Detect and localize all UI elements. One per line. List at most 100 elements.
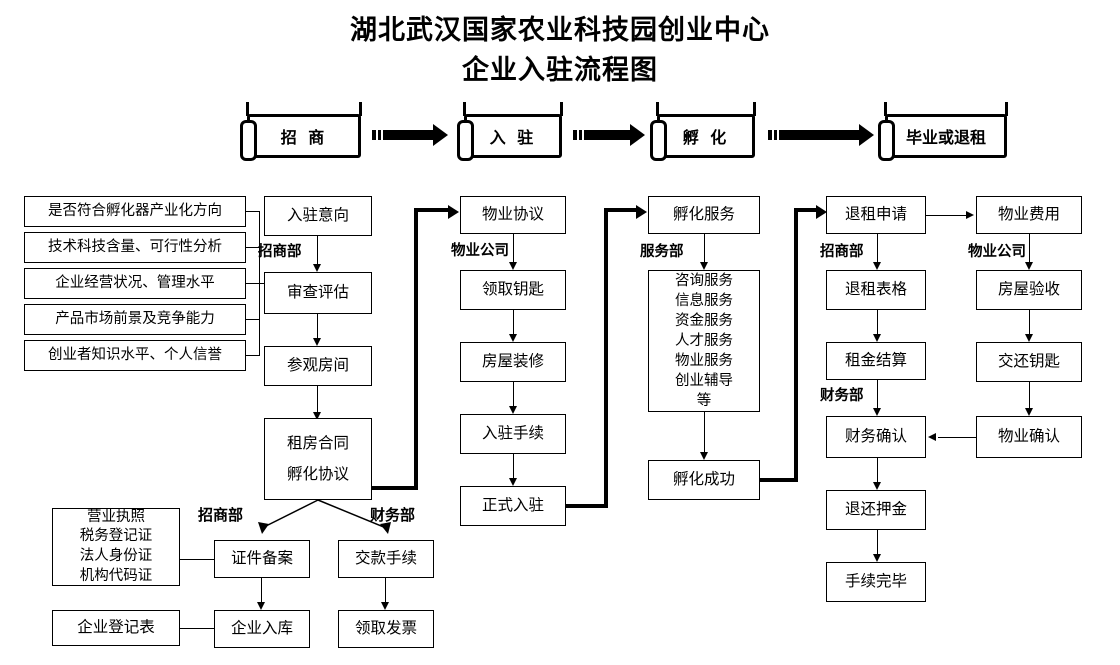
criteria-box-2[interactable]: 技术科技含量、可行性分析 [24, 232, 246, 263]
link-fee-inspection-arrowhead [1025, 262, 1033, 270]
box-renovation[interactable]: 房屋装修 [460, 342, 566, 382]
arrow-tail [768, 130, 772, 140]
service-item-2: 信息服务 [675, 293, 733, 309]
service-item-5: 物业服务 [675, 353, 733, 369]
box-deposit-refund[interactable]: 退还押金 [826, 490, 926, 530]
arrow-shaft [383, 130, 434, 140]
thick-link-lease-to-property-h2 [414, 208, 450, 212]
link-keys-property-confirm-arrowhead [1025, 408, 1033, 416]
scroll-roll-left [240, 120, 257, 161]
box-visit-room[interactable]: 参观房间 [264, 346, 372, 386]
box-property-confirm[interactable]: 物业确认 [976, 416, 1082, 458]
criteria-box-4[interactable]: 产品市场前景及竞争能力 [24, 304, 246, 335]
thick-link-incubate-to-exit-h2 [794, 208, 818, 212]
scroll-stick-right [753, 102, 756, 116]
stage-banner-incubate[interactable]: 孵 化 [648, 102, 764, 162]
box-incubation-success[interactable]: 孵化成功 [648, 460, 760, 500]
box-required-documents[interactable]: 营业执照 税务登记证 法人身份证 机构代码证 [52, 508, 180, 586]
arrow-head [433, 124, 448, 146]
page-title-line-2: 企业入驻流程图 [462, 55, 658, 86]
box-review-evaluate[interactable]: 审查评估 [264, 272, 372, 314]
box-property-fee[interactable]: 物业费用 [976, 196, 1082, 234]
stage-banner-recruit[interactable]: 招 商 [238, 102, 370, 162]
stage-banner-graduate[interactable]: 毕业或退租 [876, 102, 1016, 162]
stage-banner-settle[interactable]: 入 驻 [455, 102, 571, 162]
dept-label-bottom-finance: 财务部 [370, 506, 416, 524]
box-lease-contract[interactable]: 租房合同 孵化协议 [264, 418, 372, 500]
thick-link-lease-to-property-arrowhead [448, 205, 459, 219]
arrow-head [630, 124, 645, 146]
fork-arrows-group [258, 499, 391, 534]
link-review-visit-arrowhead [313, 338, 321, 346]
box-incubation-service[interactable]: 孵化服务 [648, 196, 760, 234]
arrow-shaft [584, 130, 631, 140]
page-title-line-1: 湖北武汉国家农业科技园创业中心 [350, 15, 770, 46]
scroll-stick-left [246, 102, 249, 116]
box-collect-keys[interactable]: 领取钥匙 [460, 270, 566, 310]
thick-link-incubate-to-exit-arrowhead [816, 205, 827, 219]
stage-banner-label: 孵 化 [657, 114, 755, 158]
document-item-4: 机构代码证 [79, 567, 153, 584]
arrow-tail-2 [579, 130, 582, 140]
thick-link-incubate-to-exit-h1 [760, 478, 798, 482]
link-finance-deposit-arrowhead [873, 482, 881, 490]
scroll-stick-left [463, 102, 466, 116]
box-document-filing[interactable]: 证件备案 [214, 540, 310, 578]
link-keys-property-confirm [1029, 382, 1031, 412]
thick-link-settle-to-incubate-v [604, 208, 608, 508]
criteria-box-3[interactable]: 企业经营状况、管理水平 [24, 268, 246, 299]
link-filing-enroll-arrowhead [257, 602, 265, 610]
arrow-shaft [779, 130, 860, 140]
arrow-tail [573, 130, 577, 140]
link-exit-to-property-fee [926, 215, 968, 217]
stage-arrow-2 [573, 124, 645, 146]
link-property-to-finance-confirm-arrowhead [928, 433, 936, 441]
scroll-roll-left [457, 120, 474, 161]
stage-arrow-3 [768, 124, 874, 146]
link-list-success-arrowhead [700, 452, 708, 460]
link-keys-renovation-arrowhead [509, 334, 517, 342]
box-collect-invoice[interactable]: 领取发票 [338, 610, 434, 648]
stage-banner-label: 招 商 [247, 114, 361, 158]
box-enterprise-enroll[interactable]: 企业入库 [214, 610, 310, 648]
box-service-list[interactable]: 咨询服务 信息服务 资金服务 人才服务 物业服务 创业辅导 等 [648, 270, 760, 412]
link-procedures-official-arrowhead [509, 478, 517, 486]
box-payment-procedure[interactable]: 交款手续 [338, 540, 434, 578]
box-registration-form[interactable]: 企业登记表 [52, 610, 180, 646]
lease-contract-line-2: 孵化协议 [286, 465, 349, 483]
link-regform-to-enroll [180, 628, 216, 630]
thick-link-settle-to-incubate-h2 [604, 208, 638, 212]
dept-label-finance-1: 财务部 [820, 388, 864, 404]
link-intent-review-arrowhead [313, 264, 321, 272]
link-agreement-keys-arrowhead [509, 262, 517, 270]
document-item-1: 营业执照 [87, 508, 145, 525]
scroll-roll-left [878, 120, 895, 161]
criteria-stub-5 [246, 355, 260, 357]
link-finance-deposit [877, 458, 879, 486]
criteria-box-5[interactable]: 创业者知识水平、个人信誉 [24, 340, 246, 371]
box-return-keys[interactable]: 交还钥匙 [976, 342, 1082, 382]
box-house-inspection[interactable]: 房屋验收 [976, 270, 1082, 310]
link-agreement-keys [513, 234, 515, 266]
link-list-success [704, 412, 706, 456]
stage-banner-label: 入 驻 [464, 114, 562, 158]
dept-label-bottom-recruit: 招商部 [198, 506, 244, 524]
box-exit-application[interactable]: 退租申请 [826, 196, 926, 234]
box-finance-confirm[interactable]: 财务确认 [826, 416, 926, 458]
link-settlement-finance-arrowhead [873, 408, 881, 416]
link-form-settlement-arrowhead [873, 334, 881, 342]
criteria-box-1[interactable]: 是否符合孵化器产业化方向 [24, 196, 246, 227]
box-entry-intent[interactable]: 入驻意向 [264, 196, 372, 236]
box-rent-settlement[interactable]: 租金结算 [826, 342, 926, 380]
box-procedure-complete[interactable]: 手续完毕 [826, 562, 926, 602]
scroll-stick-right [560, 102, 563, 116]
box-property-agreement[interactable]: 物业协议 [460, 196, 566, 234]
box-entry-procedures[interactable]: 入驻手续 [460, 414, 566, 454]
dept-label-property-exit: 物业公司 [968, 244, 1026, 260]
box-official-entry[interactable]: 正式入驻 [460, 486, 566, 526]
criteria-stub-1 [246, 211, 260, 213]
thick-link-settle-to-incubate-h1 [566, 504, 608, 508]
box-exit-form[interactable]: 退租表格 [826, 270, 926, 310]
link-service-list [704, 234, 706, 266]
